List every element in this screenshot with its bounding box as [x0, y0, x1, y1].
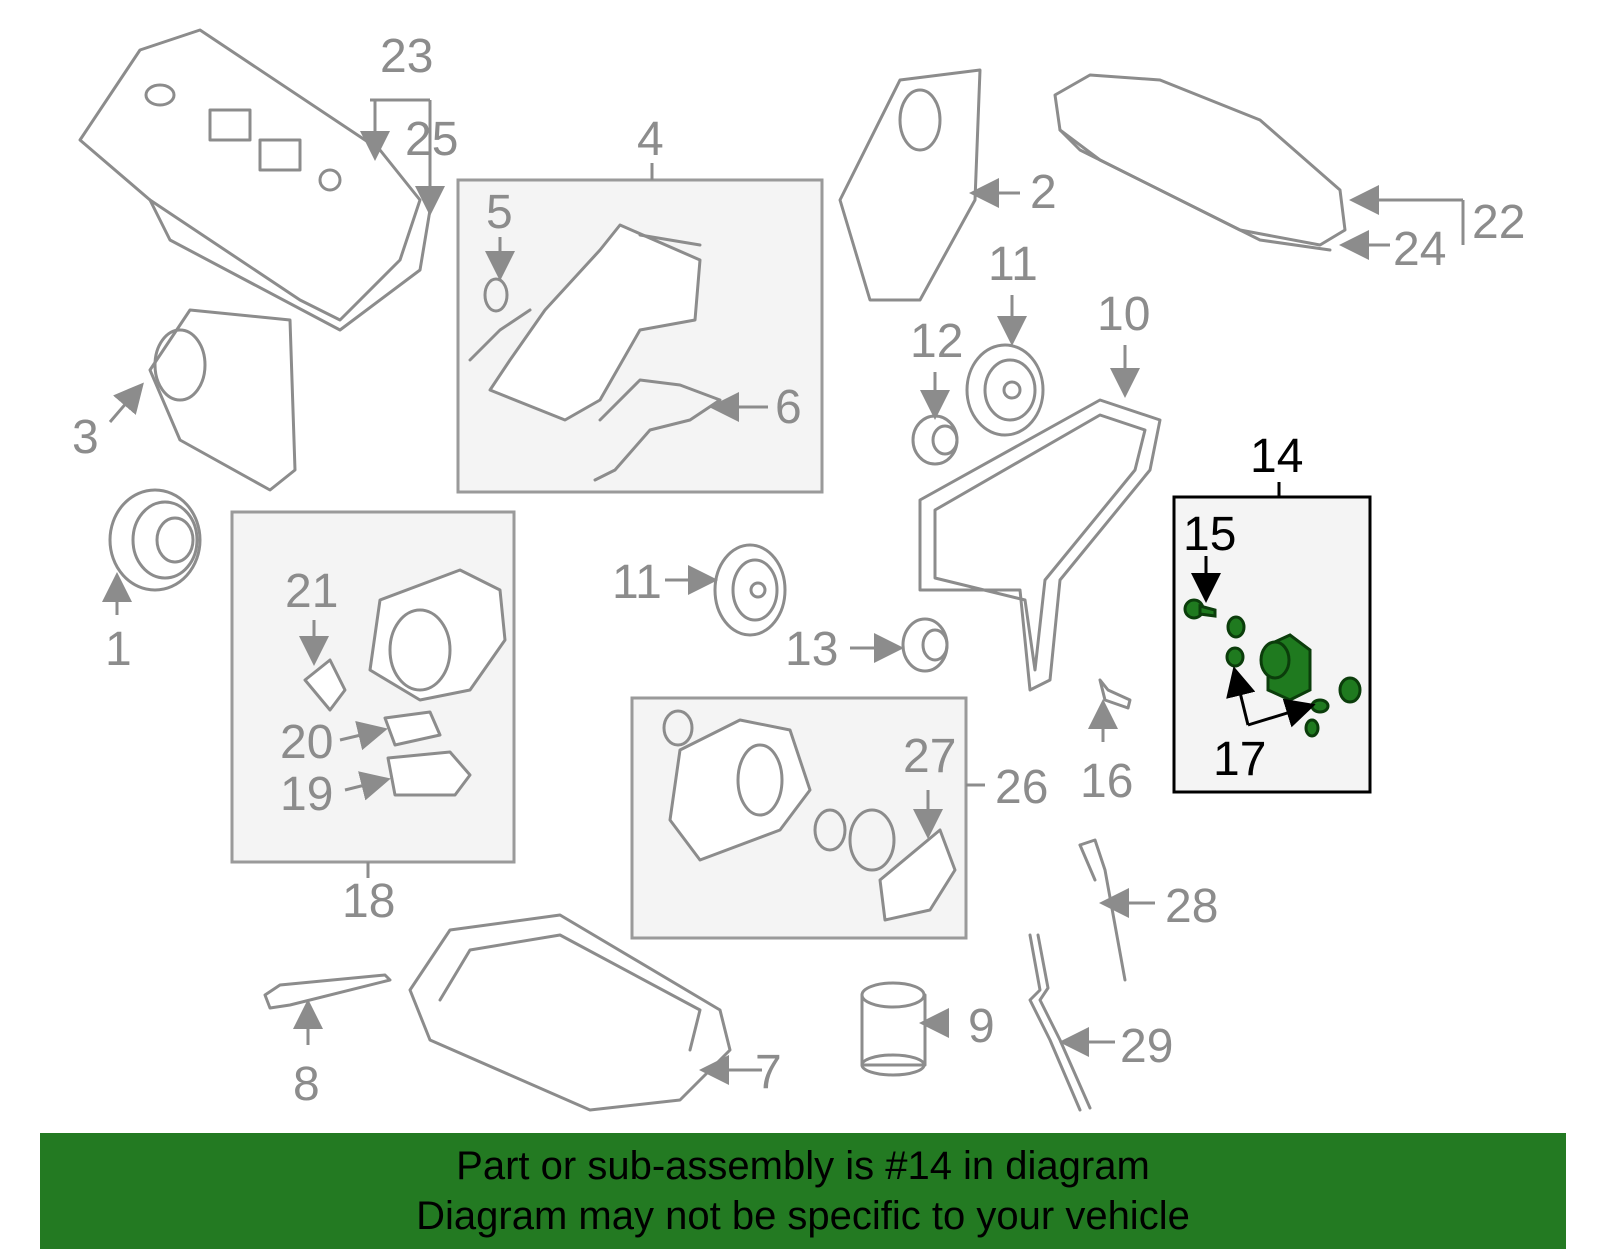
callout-13: 13 [785, 623, 838, 676]
callout-17: 17 [1213, 733, 1266, 786]
callout-8: 8 [293, 1058, 320, 1111]
callout-10: 10 [1097, 288, 1150, 341]
callout-3: 3 [72, 411, 99, 464]
dipstick-part[interactable] [1078, 838, 1127, 982]
oil-pump-part[interactable] [662, 709, 957, 922]
callout-5: 5 [486, 186, 513, 239]
callout-20: 20 [280, 716, 333, 769]
callout-14: 14 [1250, 430, 1303, 483]
drain-plug-part[interactable] [263, 973, 392, 1010]
banner-line-1: Part or sub-assembly is #14 in diagram [456, 1144, 1150, 1188]
upper-timing-cover-part[interactable] [838, 68, 982, 302]
oil-pan-part[interactable] [408, 913, 732, 1112]
callout-9: 9 [968, 1000, 995, 1053]
callout-24: 24 [1393, 223, 1446, 276]
cam-sprocket-part-upper[interactable] [965, 343, 1045, 437]
callout-11-lower: 11 [612, 556, 662, 609]
intake-manifold-part[interactable] [1053, 73, 1347, 252]
callout-27: 27 [903, 730, 956, 783]
callout-4: 4 [637, 113, 664, 166]
cam-sprocket-part-lower[interactable] [713, 543, 787, 637]
callout-22: 22 [1472, 196, 1525, 249]
callout-11-upper: 11 [988, 238, 1038, 291]
callout-23: 23 [380, 30, 433, 83]
callout-2: 2 [1030, 166, 1057, 219]
callout-29: 29 [1120, 1020, 1173, 1073]
valve-cover-part[interactable] [78, 28, 432, 332]
tensioner-assembly-part[interactable] [1183, 598, 1362, 738]
callout-18: 18 [342, 875, 395, 928]
throttle-body-part[interactable] [303, 568, 507, 797]
callout-6: 6 [775, 381, 802, 434]
parts-diagram: 23 25 4 5 6 2 22 24 11 10 12 3 14 15 17 … [72, 28, 1525, 1112]
callout-12: 12 [910, 315, 963, 368]
callout-15: 15 [1183, 508, 1236, 561]
banner-line-2: Diagram may not be specific to your vehi… [416, 1194, 1190, 1238]
callout-19: 19 [280, 768, 333, 821]
callout-26: 26 [995, 761, 1048, 814]
info-banner: Part or sub-assembly is #14 in diagram D… [40, 1133, 1566, 1249]
dipstick-tube-part[interactable] [1028, 933, 1092, 1112]
bolt-part[interactable] [1098, 678, 1132, 710]
callout-28: 28 [1165, 880, 1218, 933]
timing-cover-part[interactable] [148, 308, 297, 492]
oil-filter-part[interactable] [860, 981, 927, 1077]
tensioner-pulley-part[interactable] [901, 617, 949, 673]
crank-pulley-part[interactable] [108, 488, 202, 592]
timing-cover-inner-part[interactable] [468, 223, 722, 482]
callout-7: 7 [755, 1046, 782, 1099]
callout-16: 16 [1080, 755, 1133, 808]
callout-25: 25 [405, 113, 458, 166]
idler-pulley-part[interactable] [911, 414, 959, 466]
timing-belt-part[interactable] [918, 398, 1162, 692]
callout-1: 1 [105, 623, 132, 676]
callout-21: 21 [285, 565, 338, 618]
